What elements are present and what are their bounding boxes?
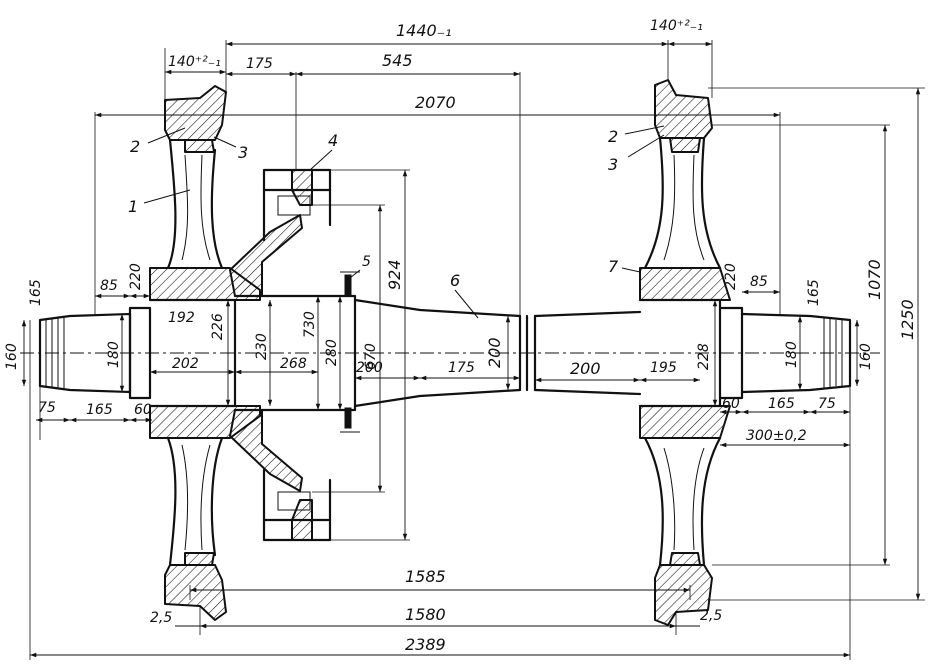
dim-1585: 1585 xyxy=(405,567,446,586)
dim-140-right: 140⁺²₋₁ xyxy=(650,18,703,34)
dim-268: 268 xyxy=(280,356,307,372)
part-label-2-left: 2 xyxy=(130,137,140,156)
dim-165-bottom-left: 165 xyxy=(86,402,113,418)
dim-85-right: 85 xyxy=(750,274,768,290)
dim-226: 226 xyxy=(210,313,226,340)
part-label-5: 5 xyxy=(362,254,371,270)
dim-924: 924 xyxy=(385,259,404,290)
dim-175-top: 175 xyxy=(246,56,273,72)
dim-1070: 1070 xyxy=(865,259,884,300)
left-wheel xyxy=(149,85,303,621)
dim-2-5-right: 2,5 xyxy=(700,608,722,624)
dim-140-left: 140⁺²₋₁ xyxy=(168,54,221,70)
dim-1250: 1250 xyxy=(898,299,917,340)
dim-165-top-right: 165 xyxy=(806,279,822,306)
dim-60-left: 60 xyxy=(134,402,152,418)
gear-wheel xyxy=(262,168,360,542)
dim-202: 202 xyxy=(172,356,199,372)
dim-730: 730 xyxy=(302,311,318,338)
dim-75-left: 75 xyxy=(38,400,56,416)
axle xyxy=(20,294,880,412)
dim-165-top-left: 165 xyxy=(28,279,44,306)
dim-220-left: 220 xyxy=(128,263,144,290)
dim-220-right: 220 xyxy=(723,263,739,290)
part-label-3-left: 3 xyxy=(238,143,248,162)
dim-200-a: 200 xyxy=(356,360,383,376)
part-label-7: 7 xyxy=(608,257,619,276)
dim-180-left: 180 xyxy=(106,341,122,368)
dim-195: 195 xyxy=(650,360,677,376)
dim-160-left: 160 xyxy=(4,343,20,370)
part-label-4: 4 xyxy=(328,131,338,150)
dim-85-left: 85 xyxy=(100,278,118,294)
dim-670: 670 xyxy=(363,343,379,370)
part-label-6: 6 xyxy=(450,271,460,290)
dim-2070: 2070 xyxy=(415,93,456,112)
dim-165-bottom-right: 165 xyxy=(768,396,795,412)
dim-60-right: 60 xyxy=(722,396,740,412)
dim-180-right: 180 xyxy=(784,341,800,368)
extension-lines xyxy=(29,40,925,660)
dim-280: 280 xyxy=(324,339,340,366)
dim-200-c: 200 xyxy=(570,359,601,378)
dimension-labels: 1440₋₁ 140⁺²₋₁ 140⁺²₋₁ 175 545 2070 1250… xyxy=(4,18,917,654)
dim-2389: 2389 xyxy=(405,635,446,654)
dim-175-mid: 175 xyxy=(448,360,475,376)
part-label-2-right: 2 xyxy=(608,127,618,146)
dimension-lines xyxy=(21,41,921,658)
dim-1440: 1440₋₁ xyxy=(396,21,452,40)
part-label-1: 1 xyxy=(128,197,138,216)
dim-200-b: 200 xyxy=(485,337,504,368)
dim-228: 228 xyxy=(696,343,712,370)
dim-75-right: 75 xyxy=(818,396,836,412)
part-numbers: 2 3 1 4 5 6 7 2 3 xyxy=(128,127,619,290)
dim-2-5-left: 2,5 xyxy=(150,610,172,626)
part-label-3-right: 3 xyxy=(608,155,618,174)
right-wheel xyxy=(639,79,731,626)
part-leaders xyxy=(143,125,665,319)
dim-545: 545 xyxy=(382,51,413,70)
dim-300: 300±0,2 xyxy=(746,428,807,444)
dim-1580: 1580 xyxy=(405,605,446,624)
dim-230: 230 xyxy=(254,333,270,360)
dim-160-right: 160 xyxy=(858,343,874,370)
dim-192: 192 xyxy=(168,310,195,326)
